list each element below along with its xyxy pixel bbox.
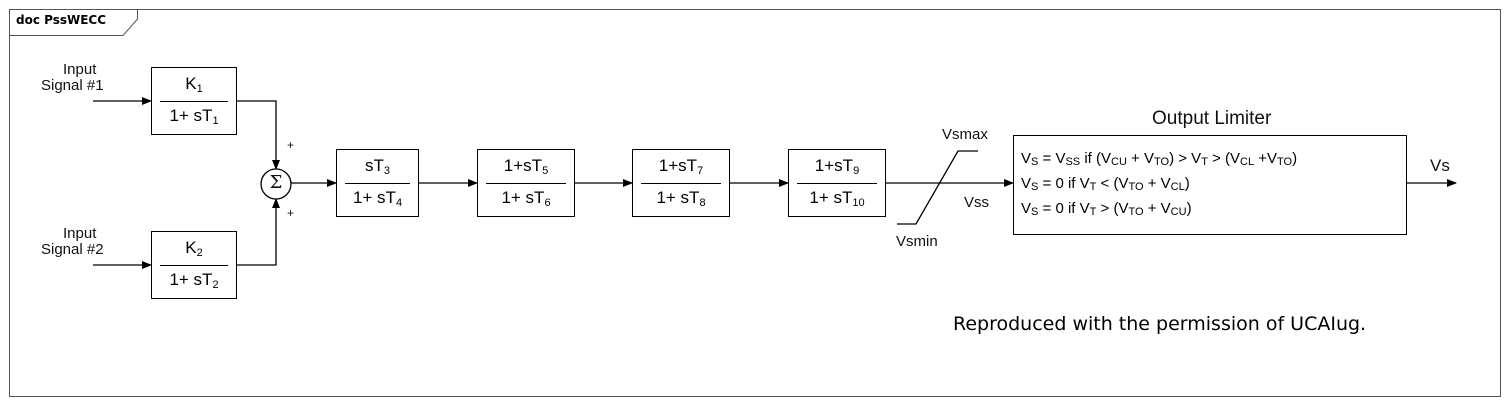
tab-shape — [9, 9, 138, 36]
gain-block-k1: K1 1+ sT1 — [151, 67, 237, 135]
summer-plus-bottom: + — [287, 206, 295, 220]
limiter-condition-1: VS = VSS if (VCU + VTO) > VT > (VCL +VTO… — [1021, 150, 1298, 168]
input2-line1: Input — [63, 225, 97, 242]
diagram-title: doc PssWECC — [16, 13, 107, 27]
gain-block-k2: K2 1+ sT2 — [151, 231, 237, 299]
input2-line2: Signal #2 — [41, 241, 104, 258]
summer-symbol: Σ — [269, 172, 283, 193]
input2-label: Input Signal #2 — [38, 226, 138, 258]
input1-label: Input Signal #1 — [38, 62, 138, 94]
lead-lag-3-denominator: 1+ sT10 — [809, 188, 865, 209]
limiter-condition-3: VS = 0 if VT > (VTO + VCU) — [1021, 200, 1192, 218]
washout-denominator: 1+ sT4 — [352, 188, 403, 209]
lead-lag-block-2: 1+sT7 1+ sT8 — [632, 149, 730, 217]
lead-lag-1-numerator: 1+sT5 — [503, 156, 549, 177]
k1-numerator: K1 — [185, 74, 203, 95]
lead-lag-2-fraction-bar — [641, 183, 721, 184]
vsmin-label: Vsmin — [896, 233, 938, 250]
lead-lag-2-denominator: 1+ sT8 — [656, 188, 706, 209]
lead-lag-1-denominator: 1+ sT6 — [501, 188, 551, 209]
lead-lag-3-numerator: 1+sT9 — [814, 156, 860, 177]
diagram-frame — [9, 9, 1501, 397]
output-label: Vs — [1430, 156, 1450, 175]
lead-lag-3-fraction-bar — [797, 183, 877, 184]
limiter-condition-2: VS = 0 if VT < (VTO + VCL) — [1021, 175, 1190, 193]
input1-line1: Input — [63, 61, 97, 78]
lead-lag-1-fraction-bar — [486, 183, 566, 184]
input1-line2: Signal #1 — [41, 77, 104, 94]
vss-label: Vss — [964, 194, 990, 211]
summing-junction — [260, 168, 292, 200]
lead-lag-2-numerator: 1+sT7 — [658, 156, 704, 177]
lead-lag-block-3: 1+sT9 1+ sT10 — [788, 149, 886, 217]
lead-lag-block-1: 1+sT5 1+ sT6 — [477, 149, 575, 217]
k1-fraction-bar — [160, 101, 228, 102]
k2-denominator: 1+ sT2 — [169, 270, 219, 291]
washout-block: sT3 1+ sT4 — [336, 149, 419, 217]
vsmax-label: Vsmax — [942, 126, 988, 143]
k2-fraction-bar — [160, 265, 228, 266]
permission-note: Reproduced with the permission of UCAIug… — [953, 313, 1367, 335]
washout-numerator: sT3 — [364, 156, 390, 177]
washout-fraction-bar — [345, 183, 410, 184]
summer-plus-top: + — [287, 138, 295, 152]
k1-denominator: 1+ sT1 — [169, 106, 219, 127]
k2-numerator: K2 — [185, 238, 203, 259]
output-limiter-box: VS = VSS if (VCU + VTO) > VT > (VCL +VTO… — [1013, 135, 1407, 235]
output-limiter-title: Output Limiter — [1152, 108, 1272, 129]
